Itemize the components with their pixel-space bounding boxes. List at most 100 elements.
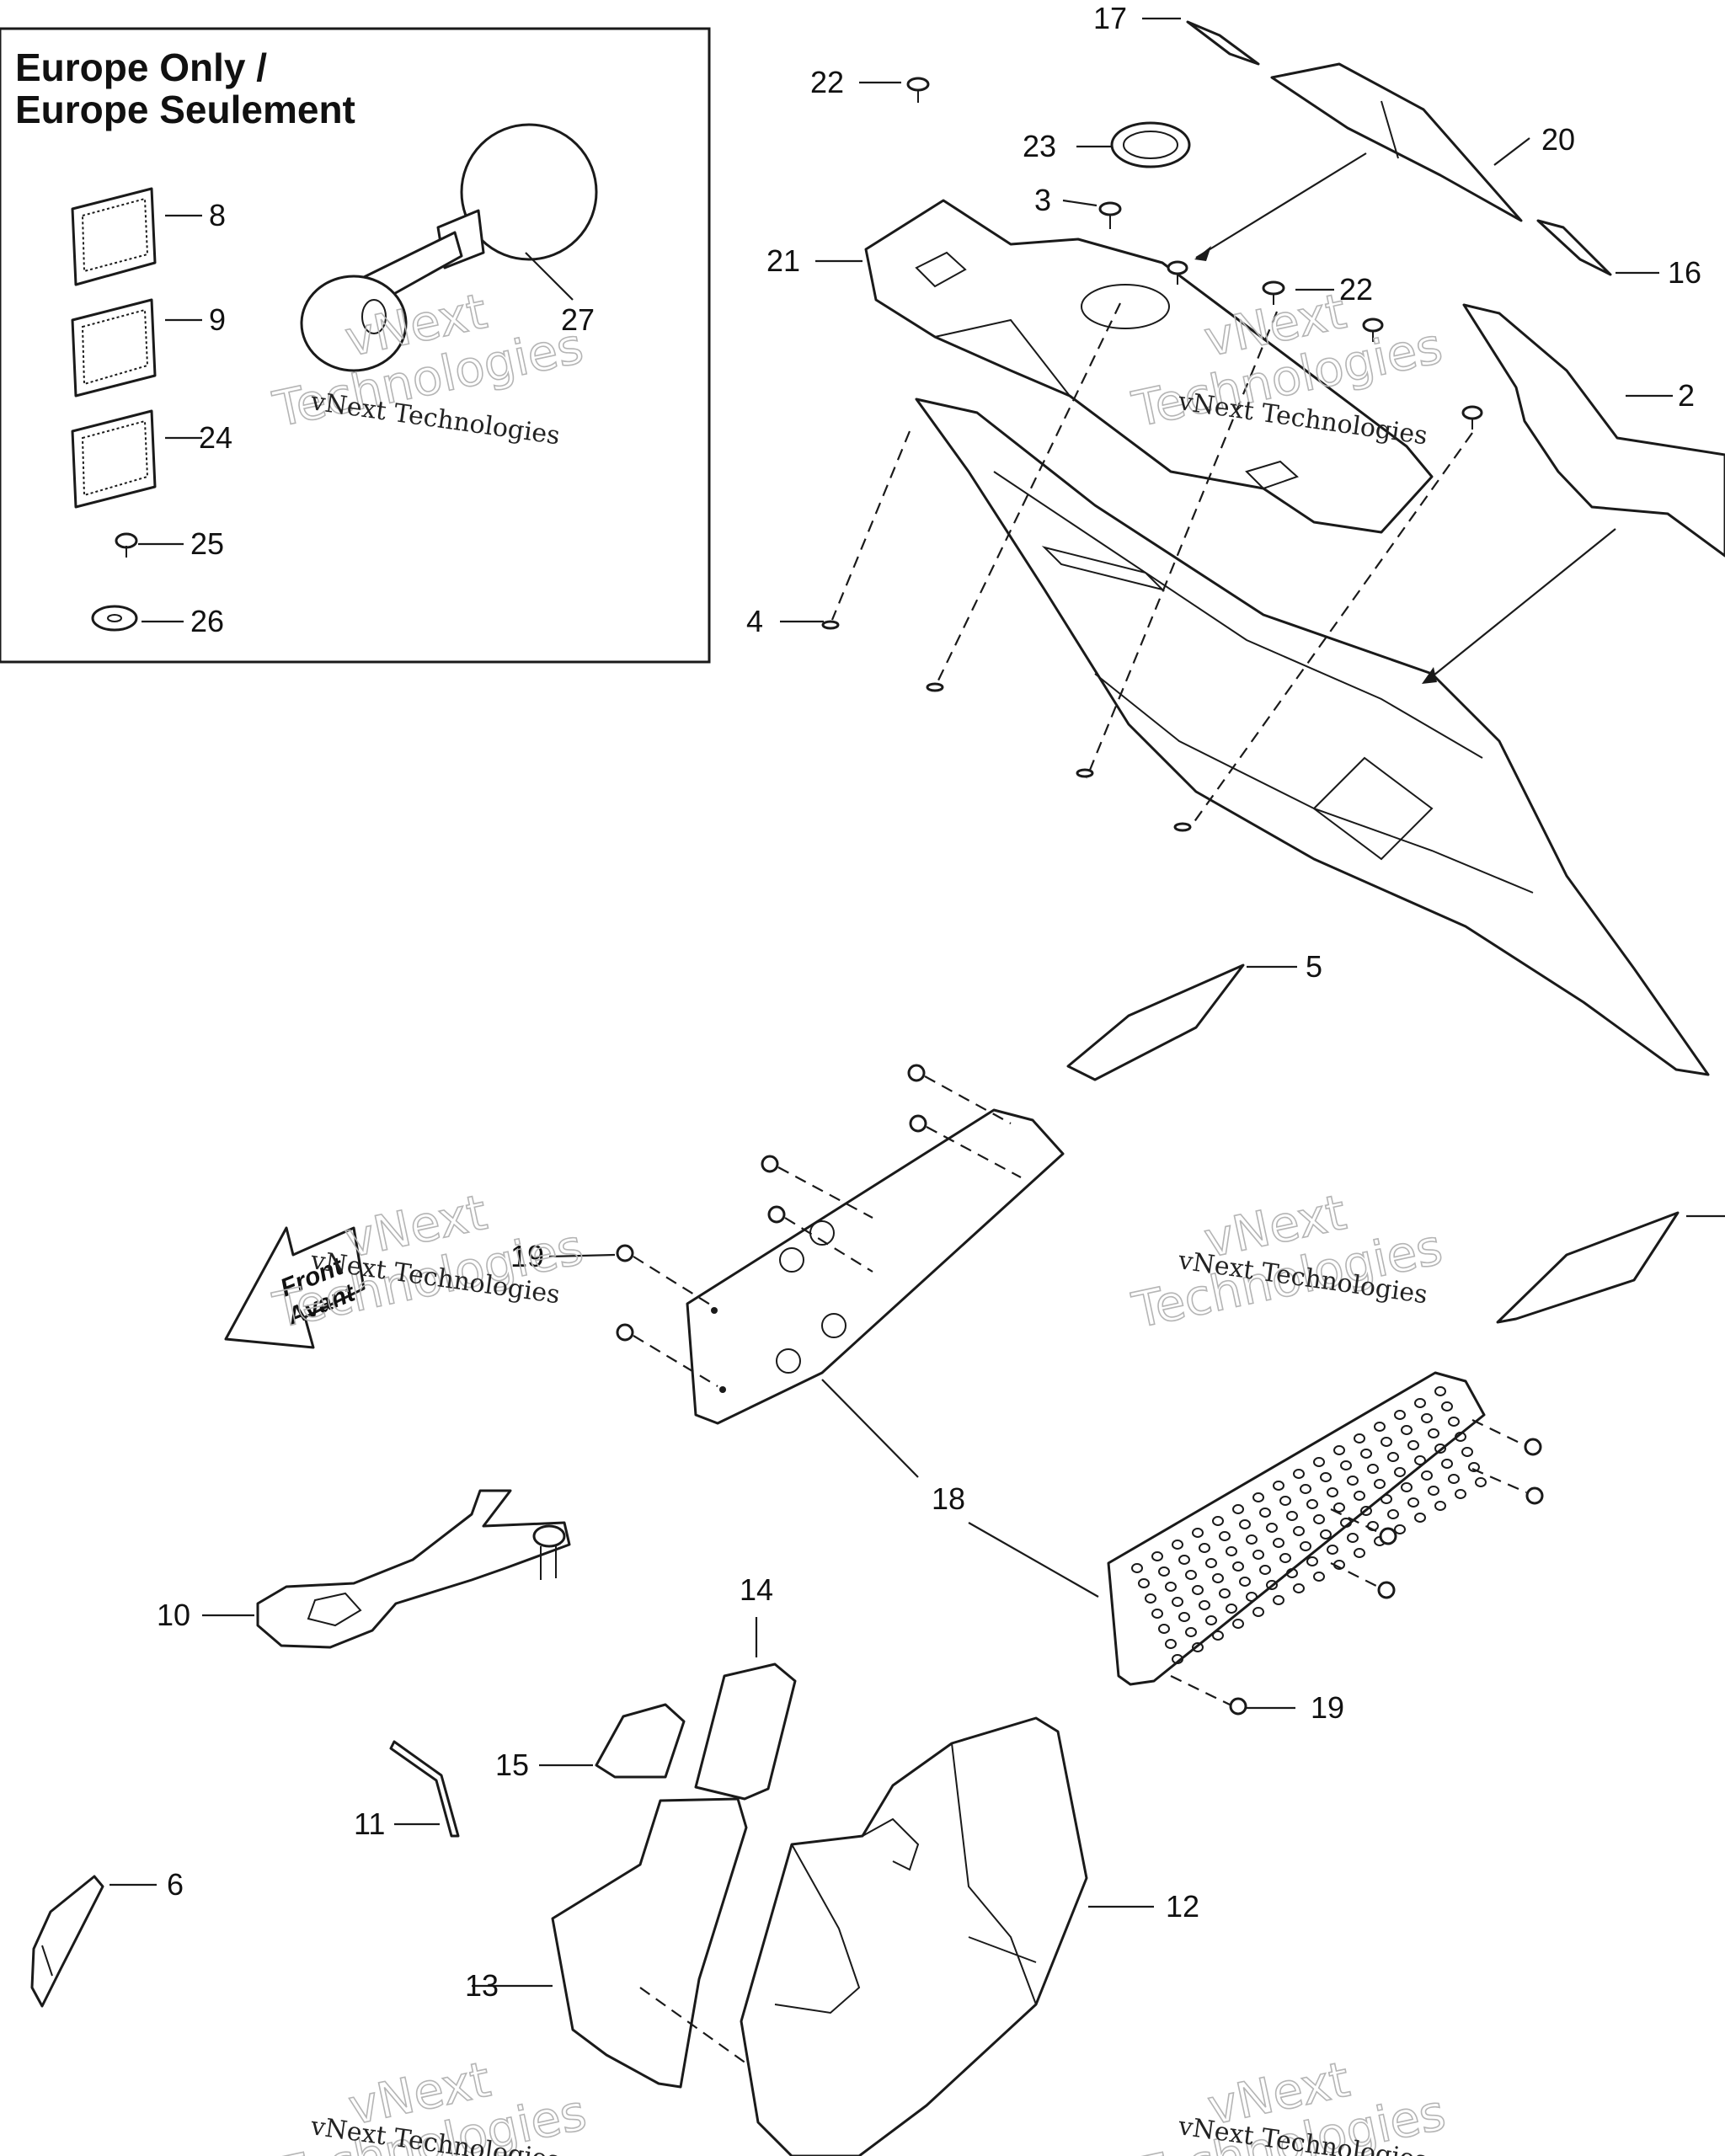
traction-stud xyxy=(1306,1499,1318,1509)
callout-2: 2 xyxy=(1678,378,1695,413)
screw-22-right xyxy=(1262,280,1285,305)
decal-17 xyxy=(1186,20,1260,66)
traction-stud xyxy=(1455,1489,1466,1499)
traction-stud xyxy=(1131,1563,1143,1573)
traction-stud xyxy=(1226,1546,1237,1556)
traction-stud xyxy=(1232,1619,1244,1629)
traction-stud xyxy=(1172,1540,1183,1550)
front-arrow: Front Avant xyxy=(224,1226,366,1349)
traction-stud xyxy=(1172,1654,1183,1664)
screw-22-top xyxy=(906,77,930,103)
traction-stud xyxy=(1300,1484,1311,1494)
traction-stud xyxy=(1212,1573,1224,1583)
callout-25: 25 xyxy=(190,526,224,561)
traction-stud xyxy=(1232,1561,1244,1572)
traction-stud xyxy=(1313,1457,1325,1467)
traction-stud xyxy=(1374,1479,1386,1489)
screw-25 xyxy=(115,532,138,558)
traction-stud xyxy=(1286,1568,1298,1578)
europe-inset: Europe Only / Europe Seulement xyxy=(0,27,711,664)
traction-stud xyxy=(1414,1513,1426,1523)
decal-5 xyxy=(1066,963,1245,1081)
traction-stud xyxy=(1165,1639,1177,1649)
traction-stud xyxy=(1354,1491,1365,1501)
traction-stud xyxy=(1279,1553,1291,1563)
callout-24: 24 xyxy=(199,420,232,455)
callout-4: 4 xyxy=(746,604,763,638)
traction-stud xyxy=(1327,1545,1338,1555)
traction-stud xyxy=(1199,1600,1210,1610)
traction-stud xyxy=(1259,1508,1271,1518)
callout-17: 17 xyxy=(1093,1,1127,35)
callout-14: 14 xyxy=(740,1572,773,1607)
callout-27: 27 xyxy=(561,302,595,337)
traction-stud xyxy=(1239,1577,1251,1587)
inset-title-line2: Europe Seulement xyxy=(15,88,355,131)
traction-stud xyxy=(1252,1550,1264,1560)
traction-stud xyxy=(1192,1528,1204,1538)
traction-stud xyxy=(1158,1624,1170,1634)
traction-stud xyxy=(1246,1534,1258,1545)
traction-stud xyxy=(1461,1447,1473,1457)
traction-stud xyxy=(1401,1482,1413,1492)
traction-stud xyxy=(1151,1609,1163,1619)
traction-stud xyxy=(1434,1501,1446,1511)
side-panel-2 xyxy=(1462,303,1725,558)
horn-27 xyxy=(300,123,598,372)
traction-stud xyxy=(1401,1425,1413,1435)
traction-stud xyxy=(1252,1607,1264,1617)
traction-stud xyxy=(1192,1585,1204,1595)
callout-3: 3 xyxy=(1034,183,1051,217)
reflector-9 xyxy=(71,298,157,398)
running-board-right xyxy=(1107,1371,1487,1686)
callout-20: 20 xyxy=(1541,122,1575,157)
fasteners-left xyxy=(616,1064,1022,1387)
traction-stud xyxy=(1185,1627,1197,1637)
traction-stud xyxy=(1381,1437,1392,1447)
traction-stud xyxy=(1320,1472,1332,1482)
traction-stud xyxy=(1246,1592,1258,1602)
traction-stud xyxy=(1428,1428,1439,1438)
traction-stud xyxy=(1313,1572,1325,1582)
callout-8: 8 xyxy=(209,198,226,232)
traction-stud xyxy=(1468,1462,1480,1472)
traction-stud xyxy=(1293,1469,1305,1479)
traction-stud xyxy=(1347,1476,1359,1486)
traction-stud xyxy=(1226,1604,1237,1614)
gas-cap-23 xyxy=(1110,121,1191,168)
traction-stud xyxy=(1212,1630,1224,1641)
traction-stud xyxy=(1333,1502,1345,1513)
callout-6: 6 xyxy=(167,1867,184,1902)
screw-b xyxy=(1362,318,1384,342)
traction-stud xyxy=(1448,1474,1460,1484)
storage-bin-12 xyxy=(740,1716,1088,2156)
console-21 xyxy=(864,199,1434,534)
screw-3 xyxy=(1098,201,1122,229)
traction-stud xyxy=(1286,1511,1298,1521)
traction-stud xyxy=(1306,1556,1318,1566)
washer-26 xyxy=(91,605,138,632)
traction-stud xyxy=(1455,1432,1466,1442)
pad-14 xyxy=(694,1662,797,1801)
decal-20 xyxy=(1270,62,1523,222)
traction-stud xyxy=(1145,1593,1156,1604)
screw-a xyxy=(1167,260,1188,285)
pad-15 xyxy=(595,1703,686,1779)
callout-19-right: 19 xyxy=(1311,1690,1344,1725)
traction-stud xyxy=(1354,1433,1365,1444)
callout-5: 5 xyxy=(1306,949,1322,984)
callout-13: 13 xyxy=(465,1968,499,2003)
wrench-10 xyxy=(256,1489,571,1649)
traction-stud xyxy=(1354,1548,1365,1558)
traction-stud xyxy=(1239,1519,1251,1529)
traction-stud xyxy=(1347,1533,1359,1543)
callout-22-top: 22 xyxy=(810,65,844,99)
decal-6 xyxy=(30,1875,104,2008)
traction-stud xyxy=(1212,1516,1224,1526)
traction-stud xyxy=(1407,1497,1419,1508)
watermark-4: vNext Technologies xyxy=(1127,1182,1448,1340)
reflector-8 xyxy=(71,187,157,286)
traction-stud xyxy=(1219,1588,1231,1598)
callout-21: 21 xyxy=(766,243,800,278)
callout-19-left: 19 xyxy=(510,1239,544,1273)
